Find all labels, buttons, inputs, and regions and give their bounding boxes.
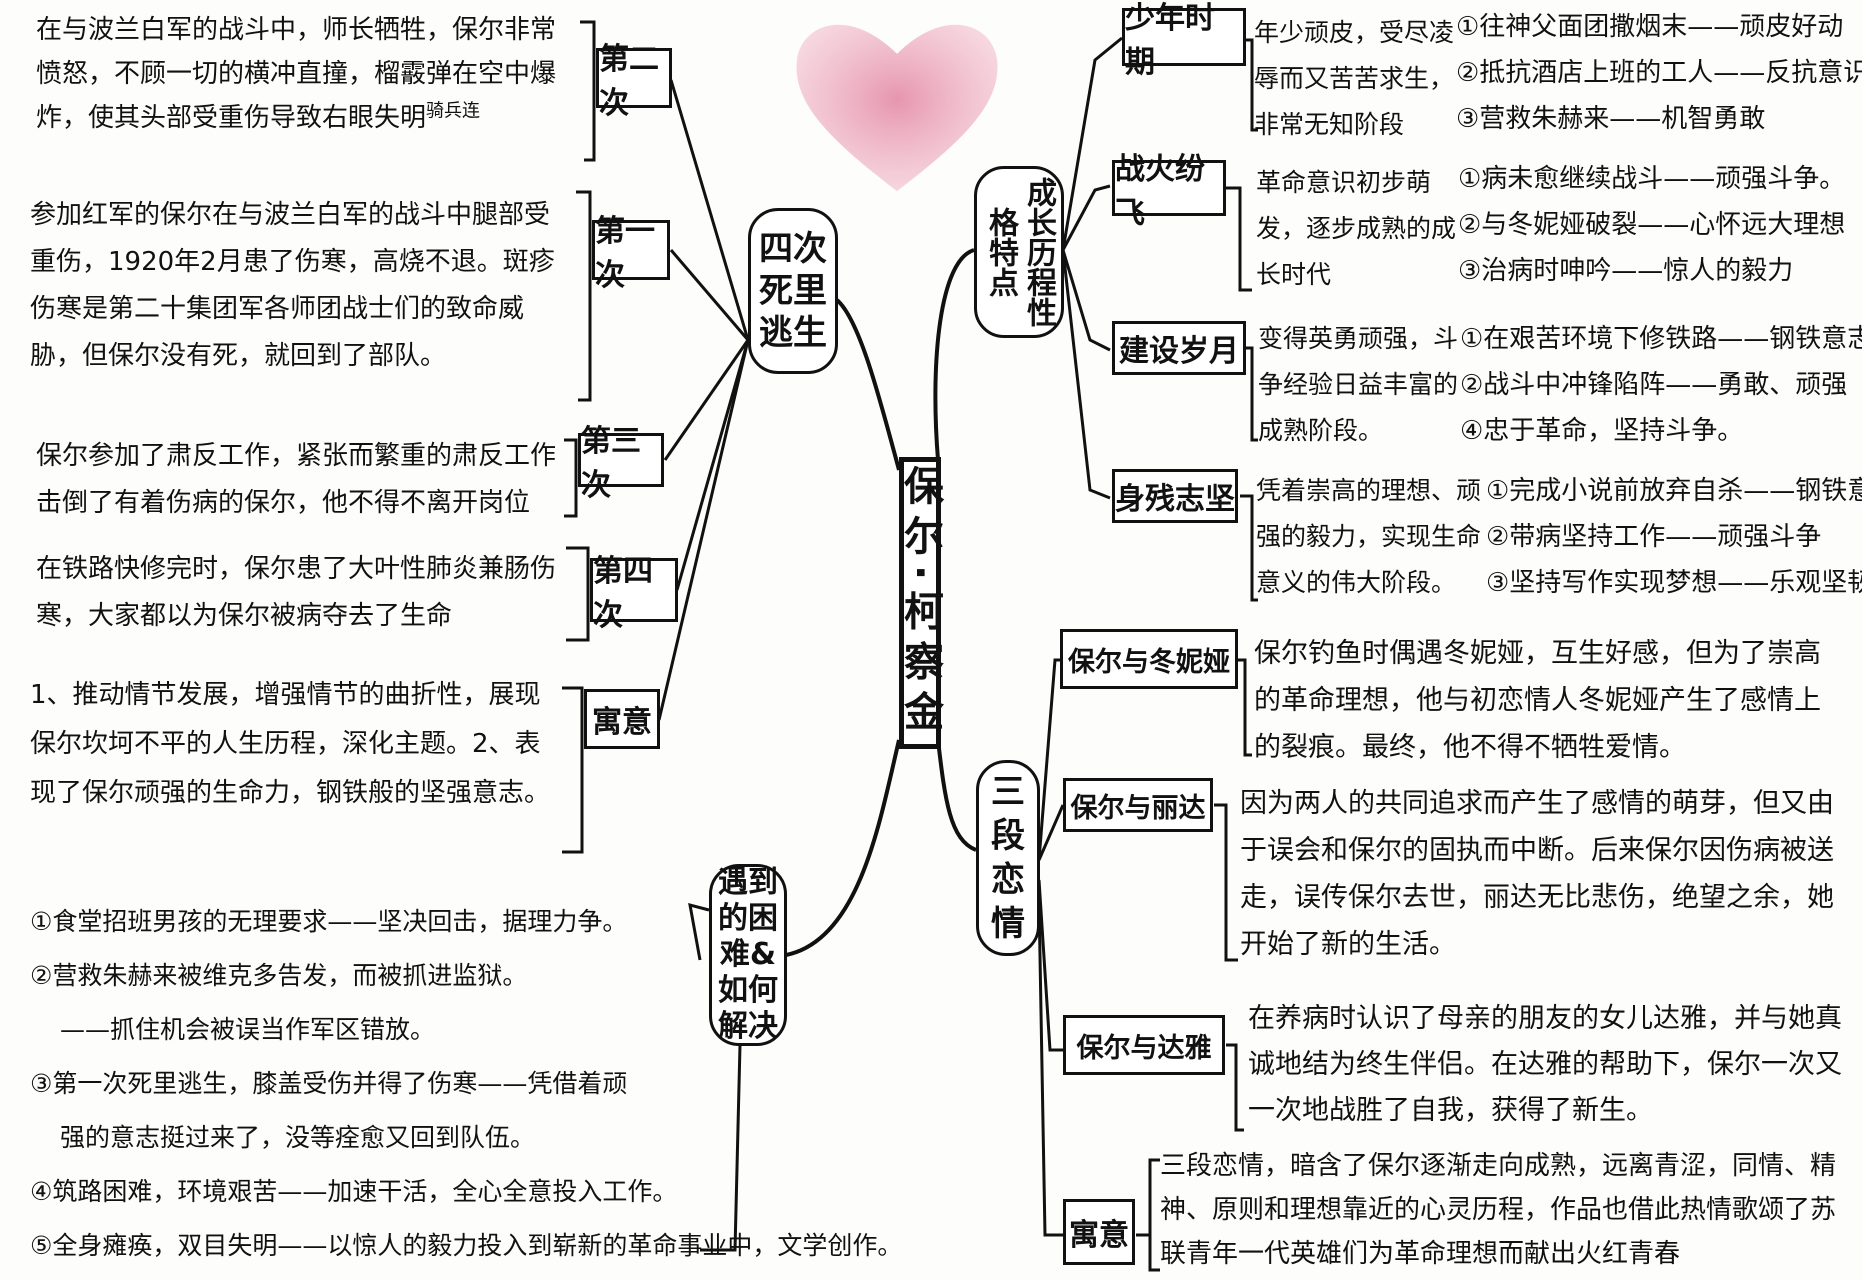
- text-second: 在与波兰白军的战斗中，师长牺牲，保尔非常愤怒，不顾一切的横冲直撞，榴霰弹在空中爆…: [36, 15, 557, 133]
- detail-item: ①在艰苦环境下修铁路——钢铁意志: [1460, 324, 1862, 354]
- details-youth: ①往神父面团撒烟末——顽皮好动 ②抵抗酒店上班的工人——反抗意识 ③营救朱赫来—…: [1456, 4, 1862, 142]
- topic-near-death: 四次死里逃生: [748, 208, 838, 374]
- label-taya: 保尔与达雅: [1063, 1015, 1225, 1075]
- label-youth: 少年时期: [1122, 1, 1246, 80]
- text-rita: 因为两人的共同追求而产生了感情的萌芽，但又由于误会和保尔的固执而中断。后来保尔因…: [1240, 788, 1834, 960]
- details-disabled: ①完成小说前放弃自杀——钢铁意志 ②带病坚持工作——顽强斗争 ③坚持写作实现梦想…: [1486, 468, 1862, 606]
- text-tonya: 保尔钓鱼时偶遇冬妮娅，互生好感，但为了崇高的革命理想，他与初恋情人冬妮娅产生了感…: [1254, 638, 1821, 763]
- list-item: ①食堂招班男孩的无理要求——坚决回击，据理力争。: [30, 907, 628, 936]
- detail-item: ①病未愈继续战斗——顽强斗争。: [1458, 164, 1846, 194]
- list-item: ④筑路困难，环境艰苦——加速干活，全心全意投入工作。: [30, 1177, 678, 1206]
- text-third: 保尔参加了肃反工作，紧张而繁重的肃反工作击倒了有着伤病的保尔，他不得不离开岗位: [36, 441, 557, 518]
- list-item: 强的意志挺过来了，没等痊愈又回到队伍。: [60, 1123, 536, 1152]
- list-item: ——抓住机会被误当作军区错放。: [60, 1015, 436, 1044]
- label-construction: 建设岁月: [1112, 321, 1246, 375]
- list-item: ⑤全身瘫痪，双目失明——以惊人的毅力投入到崭新的革命事业中，文学创作。: [30, 1231, 903, 1260]
- details-construction: ①在艰苦环境下修铁路——钢铁意志 ②战斗中冲锋陷阵——勇敢、顽强 ④忠于革命，坚…: [1460, 316, 1862, 454]
- summary-construction: 变得英勇顽强，斗争经验日益丰富的成熟阶段。: [1258, 324, 1459, 445]
- text-fourth: 在铁路快修完时，保尔患了大叶性肺炎兼肠伤寒，大家都以为保尔被病夺去了生命: [36, 554, 557, 631]
- detail-item: ②带病坚持工作——顽强斗争: [1486, 522, 1822, 552]
- label-disabled: 身残志坚: [1112, 469, 1238, 523]
- text-meaning-right: 三段恋情，暗含了保尔逐渐走向成熟，远离青涩，同情、精神、原则和理想靠近的心灵历程…: [1160, 1151, 1837, 1269]
- insert-note: 骑兵连: [426, 100, 481, 122]
- difficulty-list: ①食堂招班男孩的无理要求——坚决回击，据理力争。 ②营救朱赫来被维克多告发，而被…: [30, 895, 903, 1273]
- label-fourth: 第四次: [590, 554, 678, 633]
- topic-difficulties: 遇到的困难&如何解决: [709, 864, 787, 1046]
- summary-war: 革命意识初步萌发，逐步成熟的成长时代: [1256, 168, 1457, 289]
- text-meaning-left: 1、推动情节发展，增强情节的曲折性，展现保尔坎坷不平的人生历程，深化主题。2、表…: [30, 680, 551, 808]
- label-third: 第三次: [578, 424, 664, 503]
- detail-item: ①往神父面团撒烟末——顽皮好动: [1456, 12, 1844, 42]
- text-second-block: 在与波兰白军的战斗中，师长牺牲，保尔非常愤怒，不顾一切的横冲直撞，榴霰弹在空中爆…: [36, 8, 576, 140]
- detail-item: ④忠于革命，坚持斗争。: [1460, 416, 1744, 446]
- summary-disabled: 凭着崇高的理想、顽强的毅力，实现生命意义的伟大阶段。: [1256, 476, 1482, 597]
- detail-item: ③坚持写作实现梦想——乐观坚韧: [1486, 568, 1862, 598]
- topic-growth: 成长历程性格特点: [974, 166, 1064, 338]
- label-war: 战火纷飞: [1112, 152, 1226, 231]
- text-first: 参加红军的保尔在与波兰白军的战斗中腿部受重伤，1920年2月患了伤寒，高烧不退。…: [30, 200, 555, 371]
- detail-item: ①完成小说前放弃自杀——钢铁意志: [1486, 476, 1862, 506]
- label-meaning-right: 寓意: [1063, 1199, 1135, 1265]
- list-item: ③第一次死里逃生，膝盖受伤并得了伤寒——凭借着顽: [30, 1069, 628, 1098]
- summary-youth: 年少顽皮，受尽凌辱而又苦苦求生，非常无知阶段: [1254, 18, 1455, 139]
- label-tonya: 保尔与冬妮娅: [1060, 629, 1238, 689]
- label-first: 第一次: [592, 214, 670, 293]
- central-topic: 保尔·柯察金: [897, 457, 943, 749]
- heart-icon: [796, 24, 998, 192]
- label-second: 第二次: [596, 42, 672, 121]
- detail-item: ③治病时呻吟——惊人的毅力: [1458, 256, 1794, 286]
- list-item: ②营救朱赫来被维克多告发，而被抓进监狱。: [30, 961, 528, 990]
- topic-love: 三段恋情: [976, 760, 1040, 956]
- detail-item: ③营救朱赫来——机智勇敢: [1456, 104, 1766, 134]
- label-rita: 保尔与丽达: [1063, 778, 1213, 832]
- detail-item: ②抵抗酒店上班的工人——反抗意识: [1456, 58, 1862, 88]
- details-war: ①病未愈继续战斗——顽强斗争。 ②与冬妮娅破裂——心怀远大理想 ③治病时呻吟——…: [1458, 156, 1862, 294]
- detail-item: ②与冬妮娅破裂——心怀远大理想: [1458, 210, 1846, 240]
- label-meaning-left: 寓意: [584, 689, 660, 749]
- detail-item: ②战斗中冲锋陷阵——勇敢、顽强: [1460, 370, 1848, 400]
- text-taya: 在养病时认识了母亲的朋友的女儿达雅，并与她真诚地结为终生伴侣。在达雅的帮助下，保…: [1248, 1003, 1842, 1126]
